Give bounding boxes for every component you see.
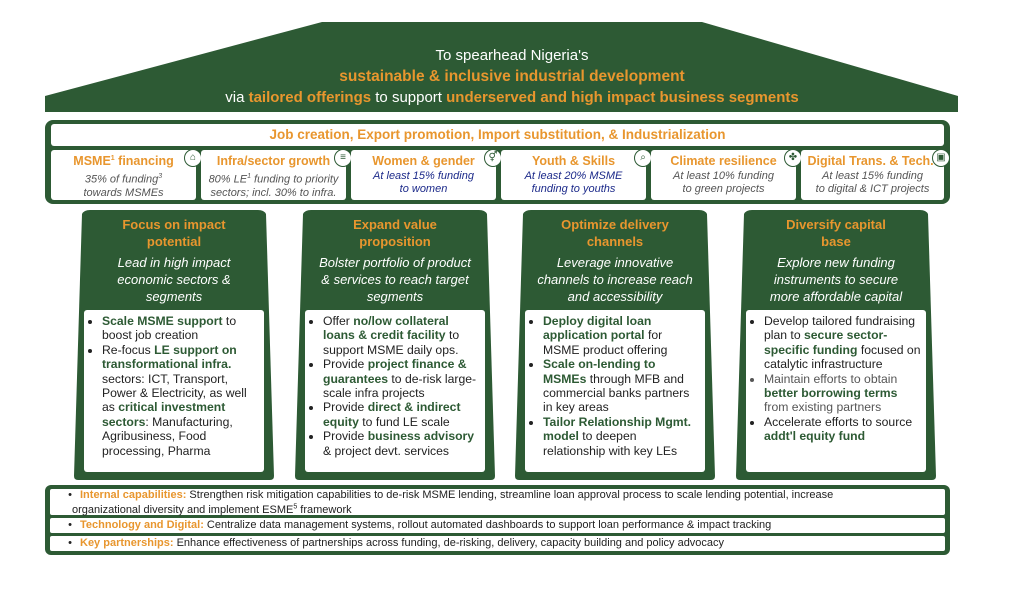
pillar-subtitle: Bolster portfolio of product& services t… xyxy=(319,255,471,304)
list-item: Maintain efforts to obtain better borrow… xyxy=(764,372,922,415)
list-item: Develop tailored fundraising plan to sec… xyxy=(764,314,922,372)
list-item: Accelerate efforts to source addt'l equi… xyxy=(764,415,922,444)
pillar-initiatives: Scale MSME support to boost job creation… xyxy=(84,310,264,472)
list-item: Tailor Relationship Mgmt. model to deepe… xyxy=(543,415,701,458)
target-infra-sector-growth: Infra/sector growth 80% LE1 funding to p… xyxy=(201,149,352,200)
enabler-internal-capabilities: •Internal capabilities: Strengthen risk … xyxy=(50,489,945,516)
roof-banner xyxy=(45,22,958,112)
magnifier-icon: ⌕ xyxy=(634,149,652,167)
enabler-key-partnerships: •Key partnerships: Enhance effectiveness… xyxy=(50,536,945,551)
list-item: Scale on-lending to MSMEs through MFB an… xyxy=(543,357,701,415)
list-item: Provide business advisory & project devt… xyxy=(323,429,481,458)
mission-line-1: To spearhead Nigeria's xyxy=(435,47,589,64)
target-digital-tech: Digital Trans. & Tech.4 At least 15% fun… xyxy=(801,149,950,200)
mission-line-2: sustainable & inclusive industrial devel… xyxy=(339,68,685,85)
mission-line-3: via tailored offerings to support unders… xyxy=(225,89,799,106)
gender-icon: ⚥ xyxy=(484,149,502,167)
list-item: Provide direct & indirect equity to fund… xyxy=(323,400,481,429)
factory-icon: ≡ xyxy=(334,149,352,167)
list-item: Offer no/low collateral loans & credit f… xyxy=(323,314,481,357)
shop-icon: ⌂ xyxy=(184,149,202,167)
pillar-initiatives: Offer no/low collateral loans & credit f… xyxy=(305,310,485,472)
wind-turbine-icon: ✤ xyxy=(784,149,802,167)
digital-device-icon: ▣ xyxy=(932,149,950,167)
list-item: Scale MSME support to boost job creation xyxy=(102,314,260,343)
objectives-title: Job creation, Export promotion, Import s… xyxy=(51,124,944,146)
pillar-initiatives: Develop tailored fundraising plan to sec… xyxy=(746,310,926,472)
enabler-technology-digital: •Technology and Digital: Centralize data… xyxy=(50,518,945,533)
list-item: Deploy digital loan application portal f… xyxy=(543,314,701,357)
list-item: Provide project finance & guarantees to … xyxy=(323,357,481,400)
pillar-initiatives: Deploy digital loan application portal f… xyxy=(525,310,705,472)
list-item: Re-focus LE support on transformational … xyxy=(102,343,260,458)
